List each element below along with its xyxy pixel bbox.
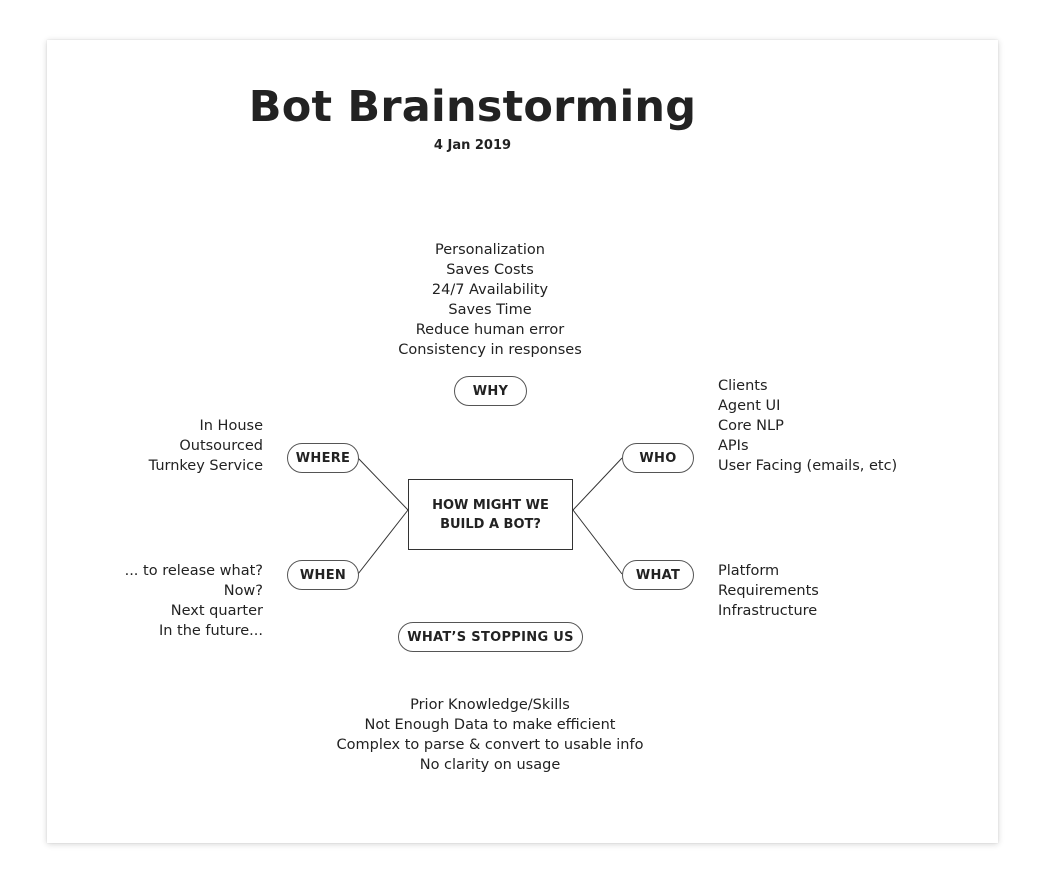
list-item: ... to release what? bbox=[124, 563, 263, 579]
list-item: No clarity on usage bbox=[419, 757, 561, 773]
list-item: Prior Knowledge/Skills bbox=[410, 697, 570, 713]
list-item: Core NLP bbox=[718, 418, 784, 434]
list-item: Saves Costs bbox=[446, 262, 534, 278]
who-node[interactable]: WHO bbox=[622, 443, 694, 473]
list-item: Clients bbox=[718, 378, 768, 394]
connector-where bbox=[357, 457, 409, 511]
list-item: Personalization bbox=[435, 242, 545, 258]
when-items: ... to release what? Now? Next quarter In t… bbox=[103, 561, 263, 641]
list-item: Turnkey Service bbox=[148, 458, 263, 474]
connector-what bbox=[572, 509, 623, 575]
list-item: Consistency in responses bbox=[398, 342, 582, 358]
stopping-node[interactable]: WHAT’S STOPPING US bbox=[398, 622, 583, 652]
list-item: 24/7 Availability bbox=[431, 282, 549, 298]
list-item: In the future... bbox=[158, 623, 263, 639]
list-item: Platform bbox=[718, 563, 780, 579]
list-item: In House bbox=[199, 418, 263, 434]
list-item: Complex to parse & convert to usable inf… bbox=[336, 737, 644, 753]
page-date: 4 Jan 2019 bbox=[433, 138, 512, 153]
what-node[interactable]: WHAT bbox=[622, 560, 694, 590]
when-node[interactable]: WHEN bbox=[287, 560, 359, 590]
list-item: APIs bbox=[718, 438, 749, 454]
list-item: Saves Time bbox=[448, 302, 532, 318]
list-item: Requirements bbox=[718, 583, 819, 599]
list-item: Not Enough Data to make efficient bbox=[364, 717, 616, 733]
canvas-page bbox=[47, 40, 998, 843]
list-item: Reduce human error bbox=[415, 322, 565, 338]
list-item: Outsourced bbox=[179, 438, 263, 454]
center-question-box[interactable]: HOW MIGHT WE BUILD A BOT? bbox=[408, 479, 573, 550]
why-node[interactable]: WHY bbox=[454, 376, 527, 406]
where-node[interactable]: WHERE bbox=[287, 443, 359, 473]
list-item: Infrastructure bbox=[718, 603, 818, 619]
list-item: Next quarter bbox=[170, 603, 263, 619]
list-item: Agent UI bbox=[718, 398, 781, 414]
list-item: Now? bbox=[223, 583, 263, 599]
connector-when bbox=[357, 509, 409, 575]
list-item: User Facing (emails, etc) bbox=[718, 458, 898, 474]
page-title: Bot Brainstorming bbox=[248, 82, 697, 132]
connector-who bbox=[572, 457, 623, 511]
